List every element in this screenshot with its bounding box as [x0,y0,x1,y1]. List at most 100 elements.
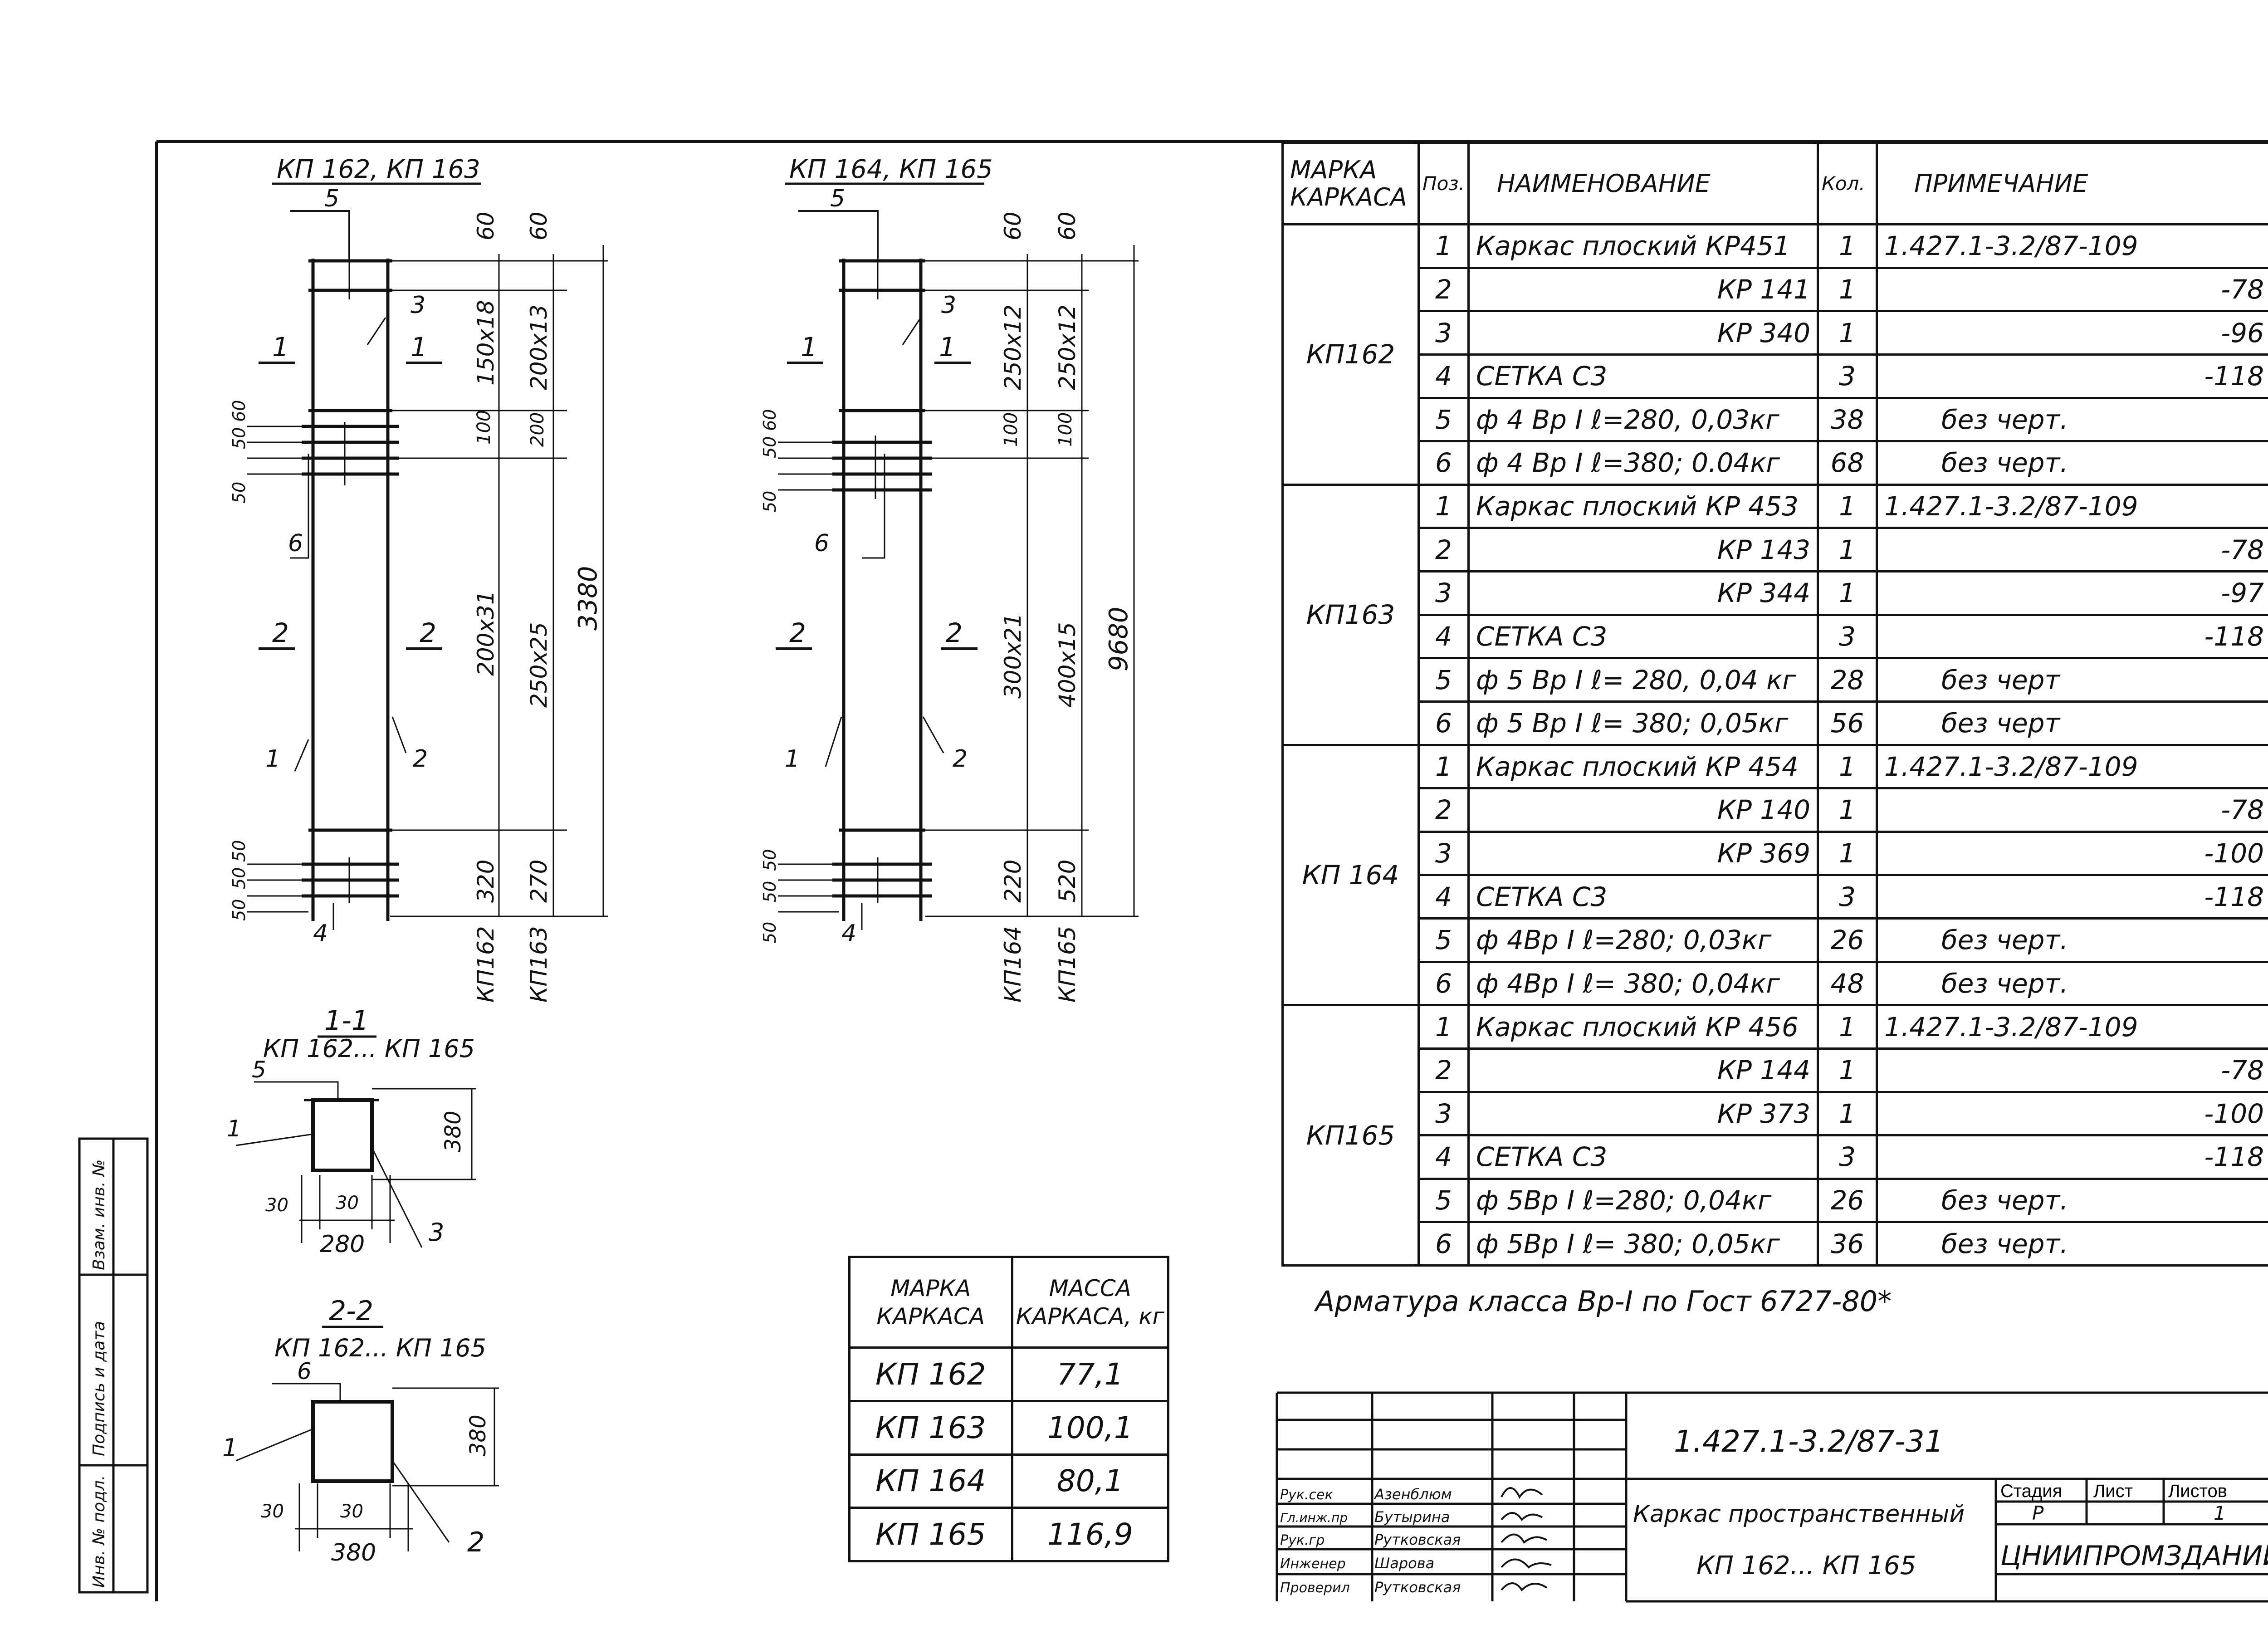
spec-qty: 26 [1817,917,1878,963]
spacing-label: 60 [229,400,249,422]
spec-qty: 1 [1817,744,1878,790]
frame-title: КП 164, КП 165 [789,155,993,184]
sheets-value: 1 [2214,1502,2226,1524]
spec-name: ф 4 Вр I ℓ=280, 0,03кг [1467,396,1819,443]
spec-qty: 1 [1817,1004,1878,1050]
stage-label: Стадия [2000,1481,2062,1501]
dimension-label: 30 [261,1501,284,1522]
header-name: НАИМЕНОВАНИЕ [1467,142,1819,225]
spec-note: без черт. [1876,917,2268,963]
pos-label: 5 [252,1057,266,1083]
pos-label: 6 [814,530,829,557]
spec-name: КР 373 [1467,1091,1819,1137]
dimension-label: 60 [526,211,552,240]
pos-label: 1 [265,745,280,773]
spec-qty: 3 [1817,874,1878,920]
header-mark: МАРКА КАРКАСА [1281,142,1420,225]
pos-label: 5 [830,185,845,212]
mass-row-mark: КП 164 [848,1453,1013,1509]
mass-row-value: 100,1 [1011,1399,1169,1456]
dimension-label: 30 [336,1193,359,1213]
spec-pos: 2 [1418,1047,1470,1093]
pos-label: 3 [429,1218,444,1247]
pos-label: 5 [324,185,339,212]
pos-label: 1 [222,1434,238,1462]
spacing-label: 50 [760,491,780,513]
dimension-label: 380 [440,1111,466,1152]
spec-name: ф 5Вр I ℓ=280; 0,04кг [1467,1177,1819,1223]
frame-tag: КП162 [473,926,499,1003]
mass-row-mark: КП 163 [848,1399,1013,1456]
spec-qty: 48 [1817,960,1878,1007]
side-stamp [78,1137,149,1594]
spec-pos: 6 [1418,440,1470,486]
mass-row-mark: КП 165 [848,1507,1013,1562]
header-qty: Кол. [1817,142,1878,225]
spec-note: -100 [1876,830,2268,876]
section-cut-mark: 1 [801,332,817,362]
dimension-label: 280 [320,1231,365,1258]
spec-mark: КП165 [1281,1004,1420,1267]
pos-label: 6 [288,530,303,557]
dimension-total: 9680 [1104,607,1134,671]
drawing-title: Каркас пространственный [1633,1501,1965,1528]
spec-name: КР 143 [1467,527,1819,572]
spec-note: 1.427.1-3.2/87-109 [1876,483,2268,529]
person-name: Рутковская [1374,1531,1461,1548]
spec-pos: 5 [1418,657,1470,703]
spec-name: СЕТКА С3 [1467,613,1819,660]
dimension-label: 380 [465,1414,491,1456]
role-label: Проверил [1280,1580,1350,1596]
spec-note: без черт. [1876,960,2268,1007]
spacing-label: 50 [229,840,249,862]
dimension-label: 380 [331,1539,376,1566]
role-label: Рук.сек [1280,1487,1333,1503]
spec-note: без черт. [1876,1221,2268,1267]
spec-pos: 2 [1418,266,1470,313]
spec-note: -78 [1876,787,2268,833]
pos-label: 1 [785,745,800,773]
sheet-label: Лист [2093,1481,2133,1501]
spec-pos: 1 [1418,744,1470,790]
spec-pos: 3 [1418,1091,1470,1137]
section-cut-mark: 1 [411,332,427,362]
spec-pos: 3 [1418,570,1470,616]
spec-mark: КП 164 [1281,744,1420,1007]
spacing-label: 60 [760,409,780,431]
dimension-label: 250x25 [526,622,552,708]
spec-pos: 6 [1418,700,1470,746]
spec-qty: 1 [1817,1091,1878,1137]
mass-header-mass: МАССА КАРКАСА, кг [1011,1256,1169,1349]
spec-qty: 1 [1817,527,1878,572]
spec-note: без черт [1876,657,2268,703]
role-label: Гл.инж.пр [1280,1510,1348,1525]
spec-qty: 28 [1817,657,1878,703]
person-name: Бутырина [1374,1508,1450,1526]
frame-drawing-kp162-163: КП 162, КП 163 5 [229,155,608,1003]
stamp-sign-date: Подпись и дата [90,1321,108,1456]
spec-pos: 1 [1418,223,1470,269]
spec-note: -96 [1876,310,2268,356]
spec-mark: КП163 [1281,483,1420,746]
spec-note: -100 [1876,1091,2268,1137]
spacing-label: 50 [229,899,249,921]
section-cut-mark: 2 [789,617,806,648]
pos-label: 4 [313,920,328,947]
spec-pos: 4 [1418,1134,1470,1180]
spec-qty: 1 [1817,310,1878,356]
spec-qty: 1 [1817,787,1878,833]
sheets-label: Листов [2168,1481,2227,1501]
spec-qty: 1 [1817,830,1878,876]
